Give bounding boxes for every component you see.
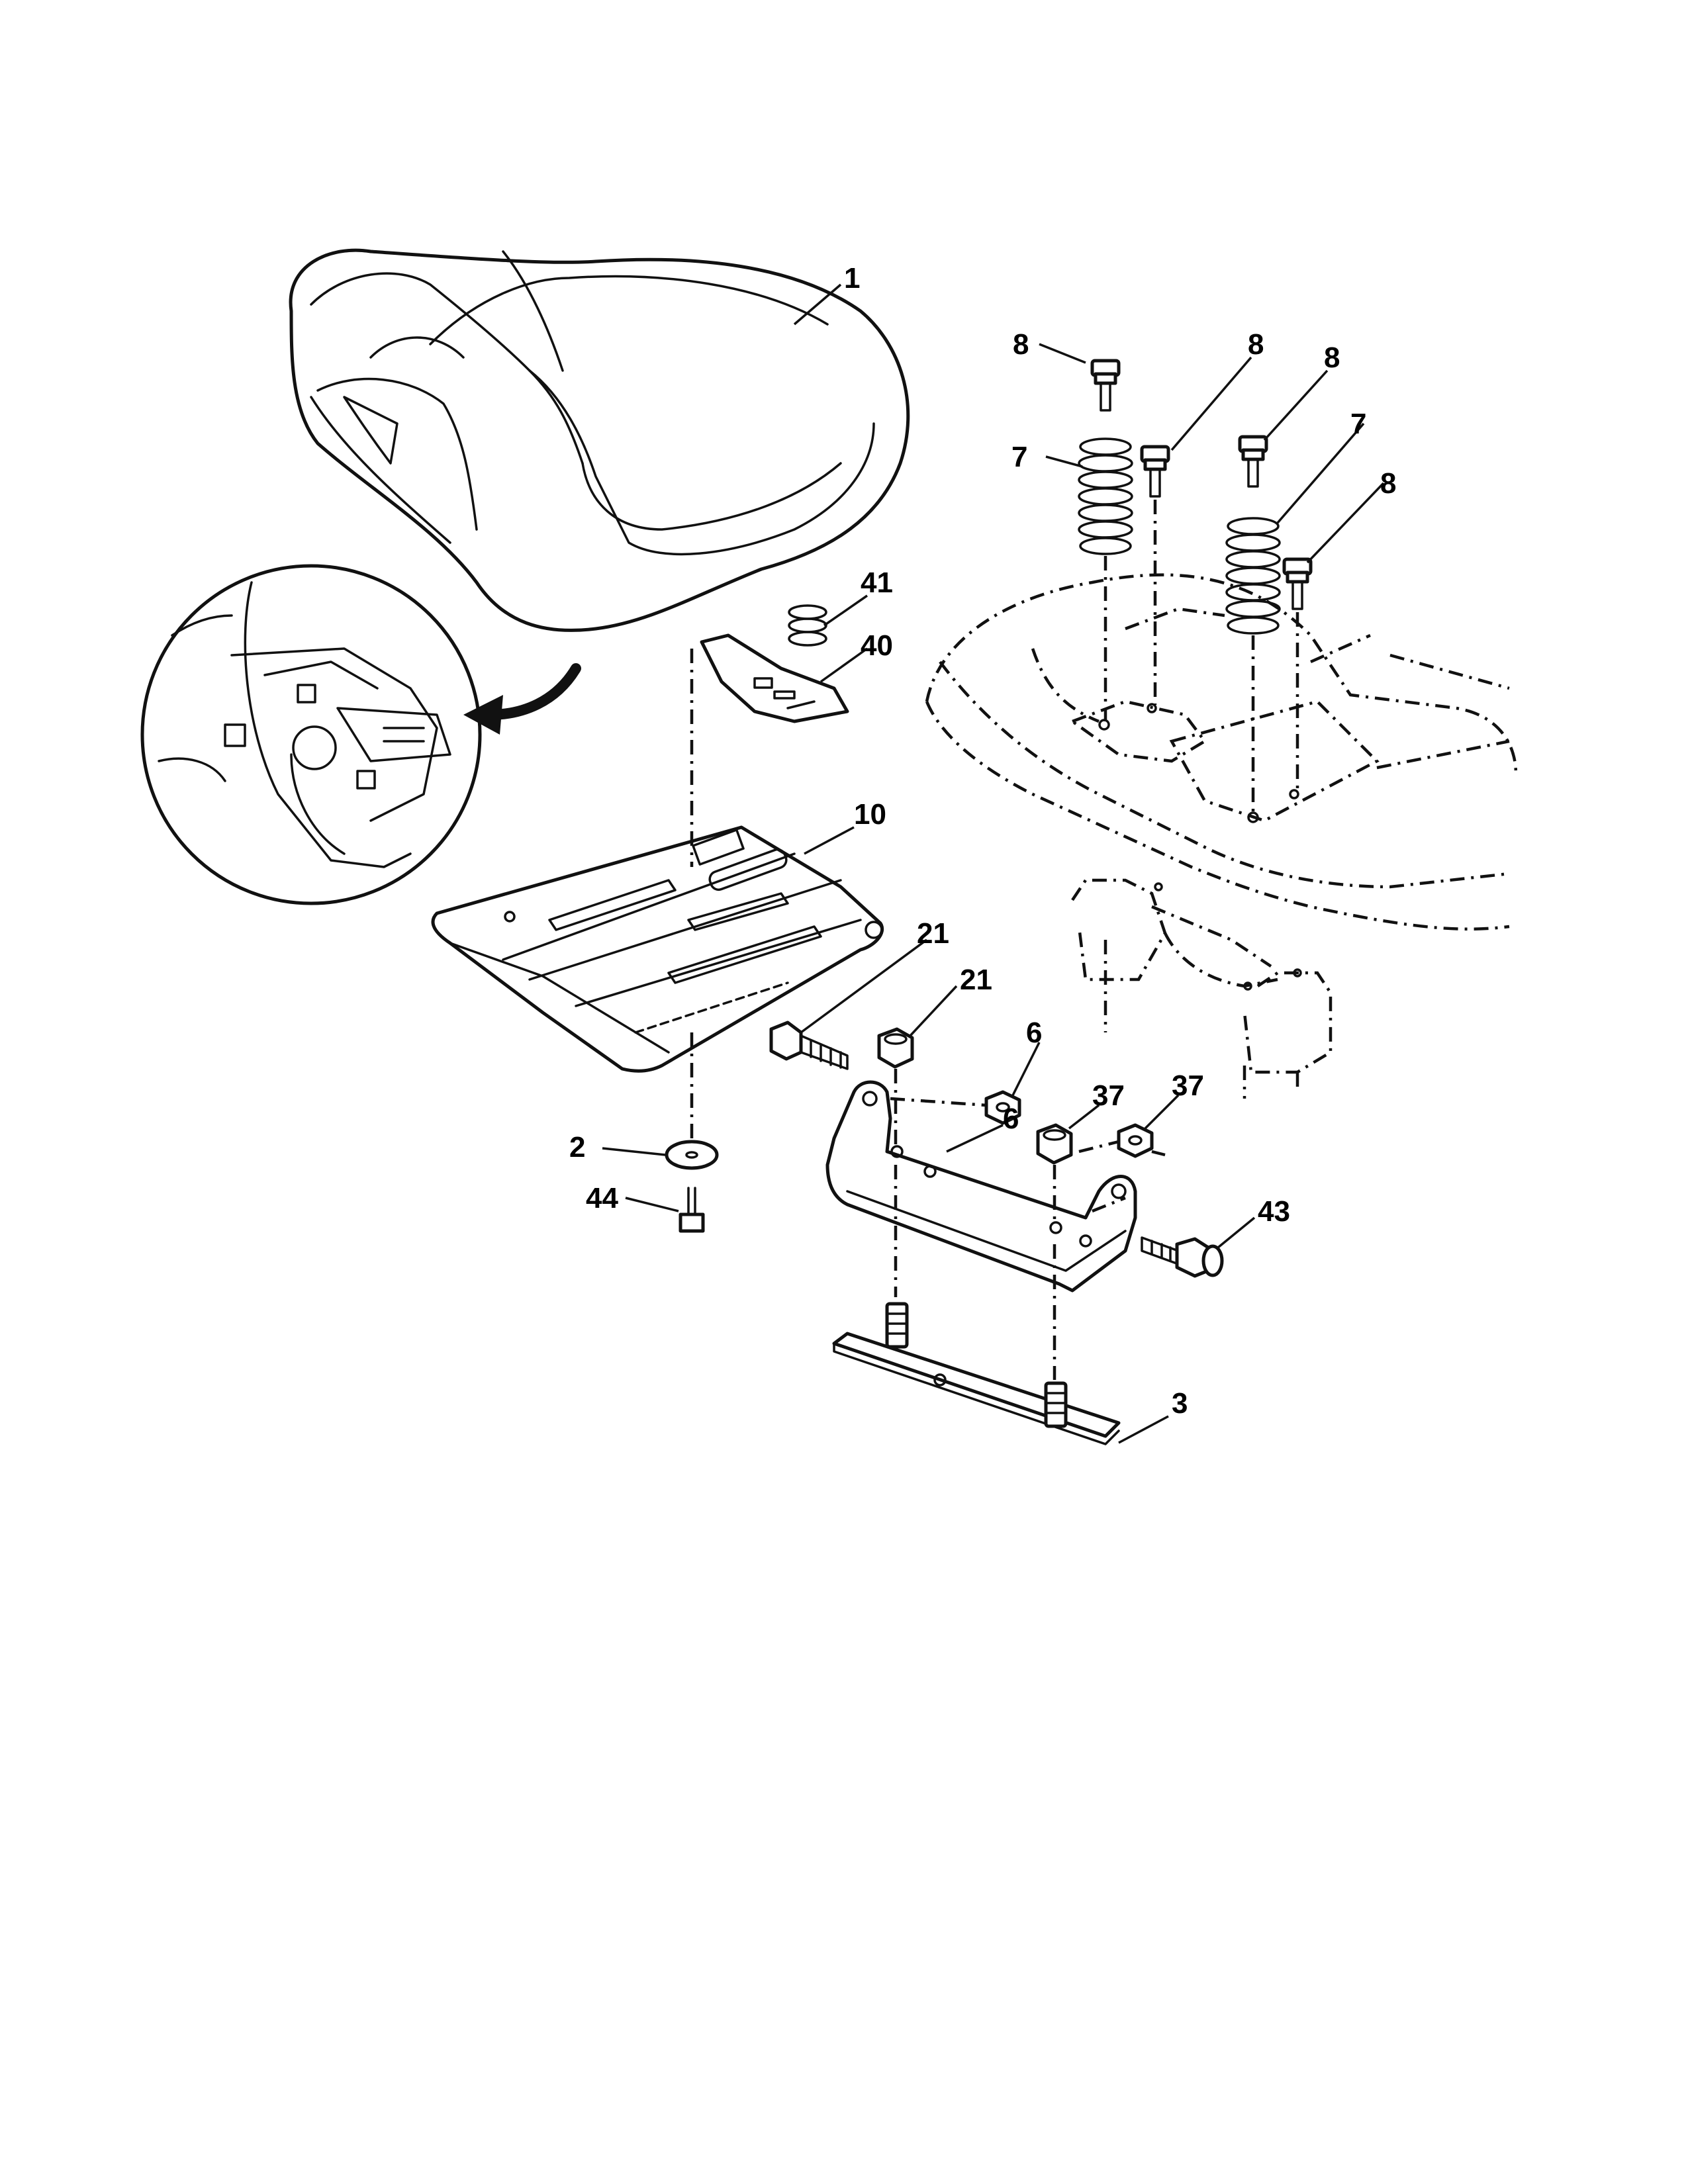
seat <box>289 248 910 632</box>
callout-21b: 43 <box>1258 1195 1290 1228</box>
callout-3: 3 <box>1172 1387 1188 1420</box>
callout-41: 41 <box>861 567 893 599</box>
base-plate <box>832 1302 1121 1445</box>
callout-21a: 21 <box>917 917 949 950</box>
callout-1: 1 <box>844 262 860 295</box>
detail-inset <box>140 564 482 905</box>
nut-6-a <box>877 1027 914 1069</box>
chassis-outline <box>925 573 1518 1099</box>
callout-44: 2 <box>569 1131 585 1163</box>
callout-7a: 7 <box>1011 441 1027 473</box>
callout-10: 10 <box>854 798 886 831</box>
callout-8d: 8 <box>1380 467 1396 500</box>
callout-8c: 8 <box>1324 341 1340 374</box>
callout-6b: 37 <box>1092 1079 1125 1112</box>
callout-37b: 37 <box>1172 1069 1204 1102</box>
callout-8b: 8 <box>1248 328 1264 361</box>
washer <box>665 1140 719 1170</box>
bolt-8-c <box>1238 435 1268 488</box>
spring-left <box>1078 437 1133 555</box>
callout-40: 40 <box>861 629 893 662</box>
callout-6a: 21 <box>960 964 992 996</box>
bolt-8-d <box>1282 557 1313 610</box>
spring-right <box>1225 517 1281 635</box>
pivot-bracket <box>825 1080 1137 1293</box>
nut-37-a <box>984 1090 1021 1125</box>
pivot-bolt-21-a <box>769 1021 849 1070</box>
callout-8a: 8 <box>1013 328 1029 361</box>
seat-pan <box>431 825 884 1073</box>
bolt-8-b <box>1140 445 1170 498</box>
pivot-bolt-21-b <box>1141 1236 1224 1278</box>
nut-37-b <box>1117 1123 1154 1158</box>
callout-43: 44 <box>586 1182 618 1214</box>
bolt-8-a <box>1090 359 1121 412</box>
latch-plate <box>700 633 849 723</box>
spring-small <box>788 604 827 647</box>
bolt-43 <box>679 1187 705 1233</box>
nut-6-b <box>1036 1123 1073 1165</box>
callout-2: 6 <box>1003 1103 1019 1135</box>
detail-arrow <box>463 663 581 735</box>
callout-7b: 7 <box>1350 408 1366 440</box>
callout-37a: 6 <box>1026 1017 1042 1049</box>
